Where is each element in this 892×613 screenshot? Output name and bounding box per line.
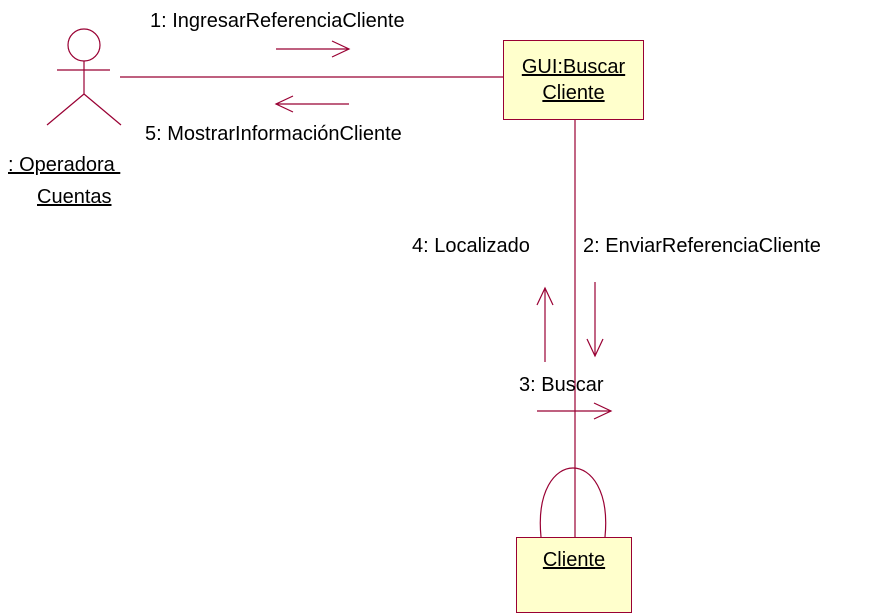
actor-label-line2: Cuentas <box>37 186 112 208</box>
actor-left-leg <box>46 93 85 126</box>
object-cliente[interactable]: Cliente <box>516 537 632 613</box>
message-2-label: 2: EnviarReferenciaCliente <box>583 235 821 257</box>
self-link-cliente <box>539 467 607 538</box>
message-3-label: 3: Buscar <box>519 374 604 396</box>
object-gui-line1: GUI:Buscar <box>521 56 626 78</box>
object-cliente-label: Cliente <box>542 549 606 571</box>
actor-right-leg <box>83 93 122 126</box>
arrow-msg-5 <box>274 95 349 113</box>
actor-figure <box>46 28 122 126</box>
message-5-label: 5: MostrarInformaciónCliente <box>145 123 402 145</box>
object-gui-line2: Cliente <box>542 82 605 104</box>
message-1-label: 1: IngresarReferenciaCliente <box>150 10 405 32</box>
arrow-msg-2 <box>586 282 604 358</box>
message-4-label: 4: Localizado <box>412 235 530 257</box>
arrow-msg-3 <box>537 402 613 420</box>
actor-head <box>67 28 101 62</box>
arrow-msg-1 <box>276 40 351 58</box>
actor-label-line1: : Operadora <box>8 154 121 176</box>
arrow-msg-4 <box>536 286 554 362</box>
object-gui-buscar-cliente[interactable]: GUI:Buscar Cliente <box>503 40 644 120</box>
